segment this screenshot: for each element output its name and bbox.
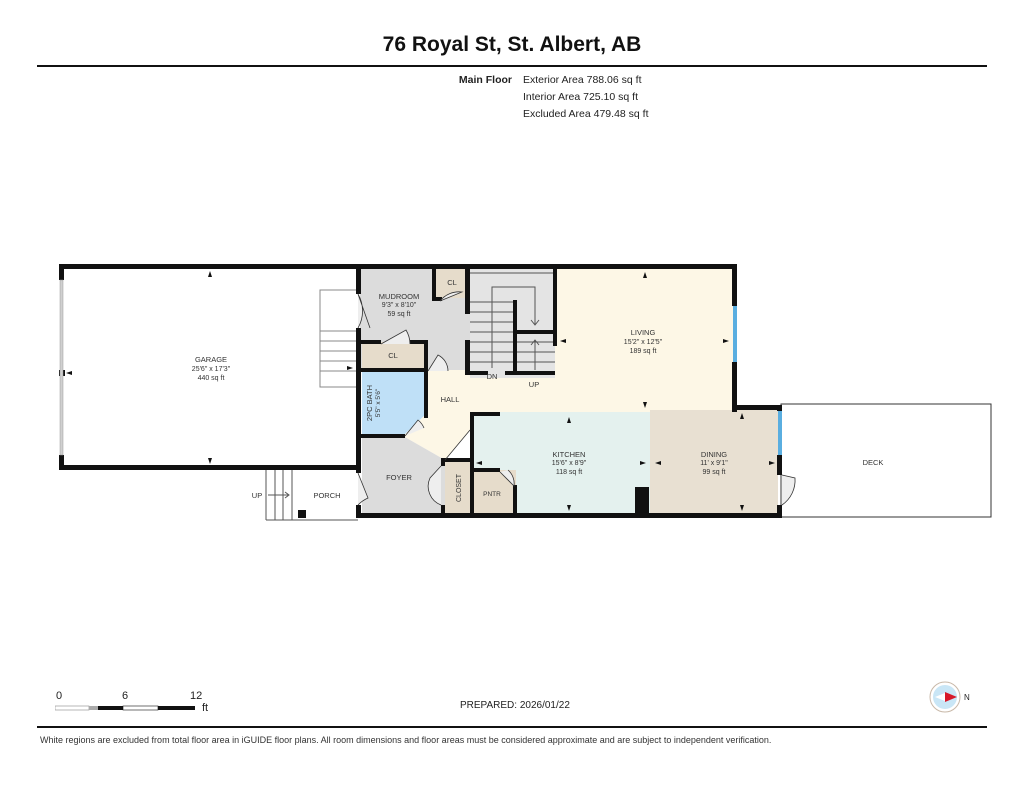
compass-north-label: N (964, 693, 970, 702)
garage-stairs (319, 289, 358, 388)
header-divider (37, 65, 987, 67)
garage-door (59, 279, 64, 456)
closet-foyer-fill (445, 460, 471, 514)
porch-up-label: UP (252, 491, 262, 500)
garage-fill (62, 266, 358, 467)
kitchen-area: 118 sq ft (556, 469, 582, 476)
closet-mud-fill (362, 342, 424, 368)
bath-name: 2PC BATH (365, 385, 374, 421)
dimension-markers (66, 271, 775, 511)
floor-label: Main Floor (458, 74, 512, 86)
hall-label: HALL (441, 395, 460, 404)
living-window (733, 306, 737, 362)
mudroom-name: MUDROOM (379, 292, 419, 301)
foyer-label: FOYER (386, 473, 412, 482)
living-dims: 15'2" x 12'5" (624, 339, 663, 346)
bath-dims: 5'5" x 5'6" (375, 388, 382, 417)
prepared-date: PREPARED: 2026/01/22 (460, 700, 570, 711)
excluded-area: Excluded Area 479.48 sq ft (523, 108, 649, 120)
closet-mud-label: CL (388, 351, 398, 360)
stairs-fill (470, 268, 555, 378)
page-title: 76 Royal St, St. Albert, AB (382, 33, 642, 56)
room-labels: GARAGE 25'6" x 17'3" 440 sq ft MUDROOM 9… (192, 278, 884, 502)
walls (59, 264, 782, 518)
garage-area: 440 sq ft (198, 375, 225, 382)
interior-area: Interior Area 725.10 sq ft (523, 91, 638, 103)
deck-outline (780, 403, 992, 518)
dining-fill (650, 410, 778, 514)
exterior-area: Exterior Area 788.06 sq ft (523, 74, 642, 86)
garage-dims: 25'6" x 17'3" (192, 366, 231, 373)
living-name: LIVING (631, 328, 656, 337)
interior-stairs (470, 272, 555, 370)
living-area: 189 sq ft (630, 348, 657, 355)
mudroom-area: 59 sq ft (388, 311, 411, 318)
deck-label: DECK (863, 458, 884, 467)
porch-post (298, 510, 306, 518)
disclaimer-text: White regions are excluded from total fl… (40, 735, 772, 745)
dining-name: DINING (701, 450, 727, 459)
scale-tick-6: 6 (122, 690, 129, 702)
kitchen-name: KITCHEN (553, 450, 586, 459)
bath-fill (362, 370, 424, 436)
porch-label: PORCH (313, 491, 340, 500)
footer-divider (37, 726, 987, 728)
foyer-fill (362, 436, 445, 514)
closet-foyer-label: CLOSET (456, 473, 463, 502)
scale-bar-graphic (55, 705, 195, 711)
dining-area: 99 sq ft (703, 469, 726, 476)
door-swings (357, 291, 796, 506)
dining-dims: 11' x 9'1" (700, 460, 728, 467)
dining-window (778, 411, 782, 455)
stairs-up-label: UP (529, 380, 539, 389)
scale-tick-12: 12 (190, 690, 203, 702)
closet-top-label: CL (447, 278, 457, 287)
pantry-label: PNTR (483, 491, 501, 498)
scale-unit: ft (202, 702, 209, 714)
porch-steps (265, 468, 358, 521)
kitchen-dims: 15'6" x 8'9" (552, 460, 587, 467)
mudroom-dims: 9'3" x 8'10" (382, 302, 417, 309)
compass-icon: N (929, 681, 970, 713)
garage-name: GARAGE (195, 355, 227, 364)
area-values: Exterior Area 788.06 sq ft Interior Area… (523, 72, 649, 123)
stairs-dn-label: DN (487, 372, 498, 381)
scale-tick-0: 0 (56, 690, 63, 702)
